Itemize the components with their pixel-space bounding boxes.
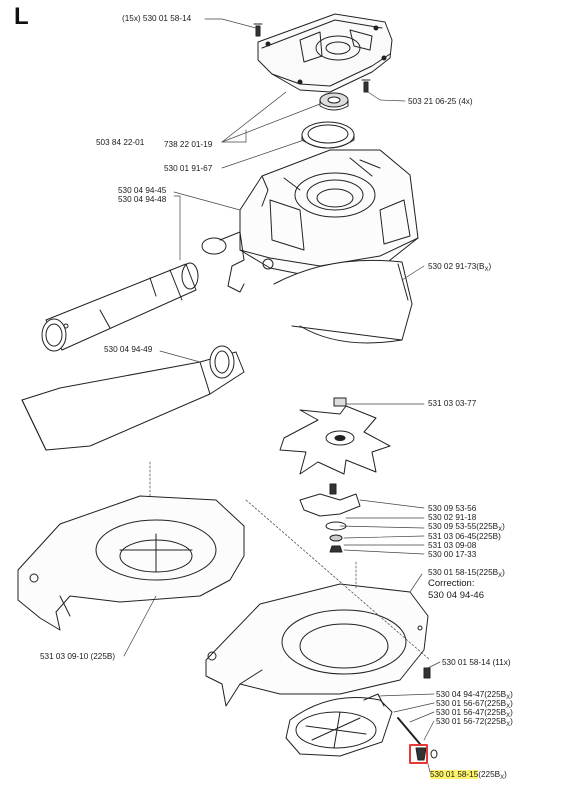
- label-cover-screw: 503 21 06-25 (4x): [408, 97, 473, 106]
- label-hub-6: 530 00 17-33: [428, 550, 477, 559]
- label-band: 530 02 91-73(BX): [428, 262, 492, 273]
- curved-band: [273, 259, 413, 344]
- label-lower-3: 530 01 56-47(225BX): [436, 708, 513, 719]
- right-lower-housing: [205, 583, 429, 707]
- label-lower-4: 530 01 56-72(225BX): [436, 717, 513, 728]
- label-nozzle: 530 04 94-49: [104, 345, 153, 354]
- label-tube-a: 530 04 94-45: [118, 186, 167, 195]
- left-lower-housing: [17, 495, 245, 631]
- label-nut-top: 531 03 03-77: [428, 399, 477, 408]
- lower-small-parts: [397, 667, 438, 761]
- label-hub-3: 530 09 53-55(225BX): [428, 522, 505, 533]
- label-correction-part: 530 04 94-46: [428, 590, 484, 601]
- blower-tube: [41, 262, 199, 352]
- top-screw: [253, 23, 263, 37]
- label-correction: Correction:: [428, 578, 475, 589]
- label-bearing: 738 22 01-19: [164, 140, 213, 149]
- label-hub-2: 530 02 91-18: [428, 513, 477, 522]
- hub-assembly: [299, 483, 361, 553]
- label-screws-11: 530 01 58-14 (11x): [442, 658, 511, 667]
- label-hub-4: 531 03 06-45(225B): [428, 532, 501, 541]
- ring-seal: [301, 121, 355, 149]
- upper-housing: [201, 149, 419, 293]
- impeller: [279, 397, 391, 475]
- top-cover-plate: [257, 13, 393, 93]
- label-tube-b: 530 04 94-48: [118, 195, 167, 204]
- blower-nozzle: [21, 345, 245, 451]
- label-503-84: 503 84 22-01: [96, 138, 145, 147]
- bottom-cover: [285, 693, 393, 757]
- section-letter: L: [14, 3, 29, 30]
- label-hub-1: 530 09 53-56: [428, 504, 477, 513]
- cover-screw: [361, 79, 371, 93]
- highlighted-part-number: 530 01 58-15: [430, 770, 479, 779]
- label-hub-5: 531 03 09-08: [428, 541, 477, 550]
- label-ring-seal: 530 01 91-67: [164, 164, 213, 173]
- label-left-housing: 531 03 09-10 (225B): [40, 652, 116, 661]
- label-bottom-part: 530 01 58-15(225BX): [430, 770, 507, 781]
- label-top-screws: (15x) 530 01 58-14: [122, 14, 192, 23]
- label-lower-2: 530 01 56-67(225BX): [436, 699, 513, 710]
- highlight-marker-box: [409, 744, 428, 764]
- bearing: [319, 92, 349, 111]
- label-lower-1: 530 04 94-47(225BX): [436, 690, 513, 701]
- label-housing: 530 01 58-15(225BX): [428, 568, 505, 579]
- leader-lines: [123, 18, 441, 773]
